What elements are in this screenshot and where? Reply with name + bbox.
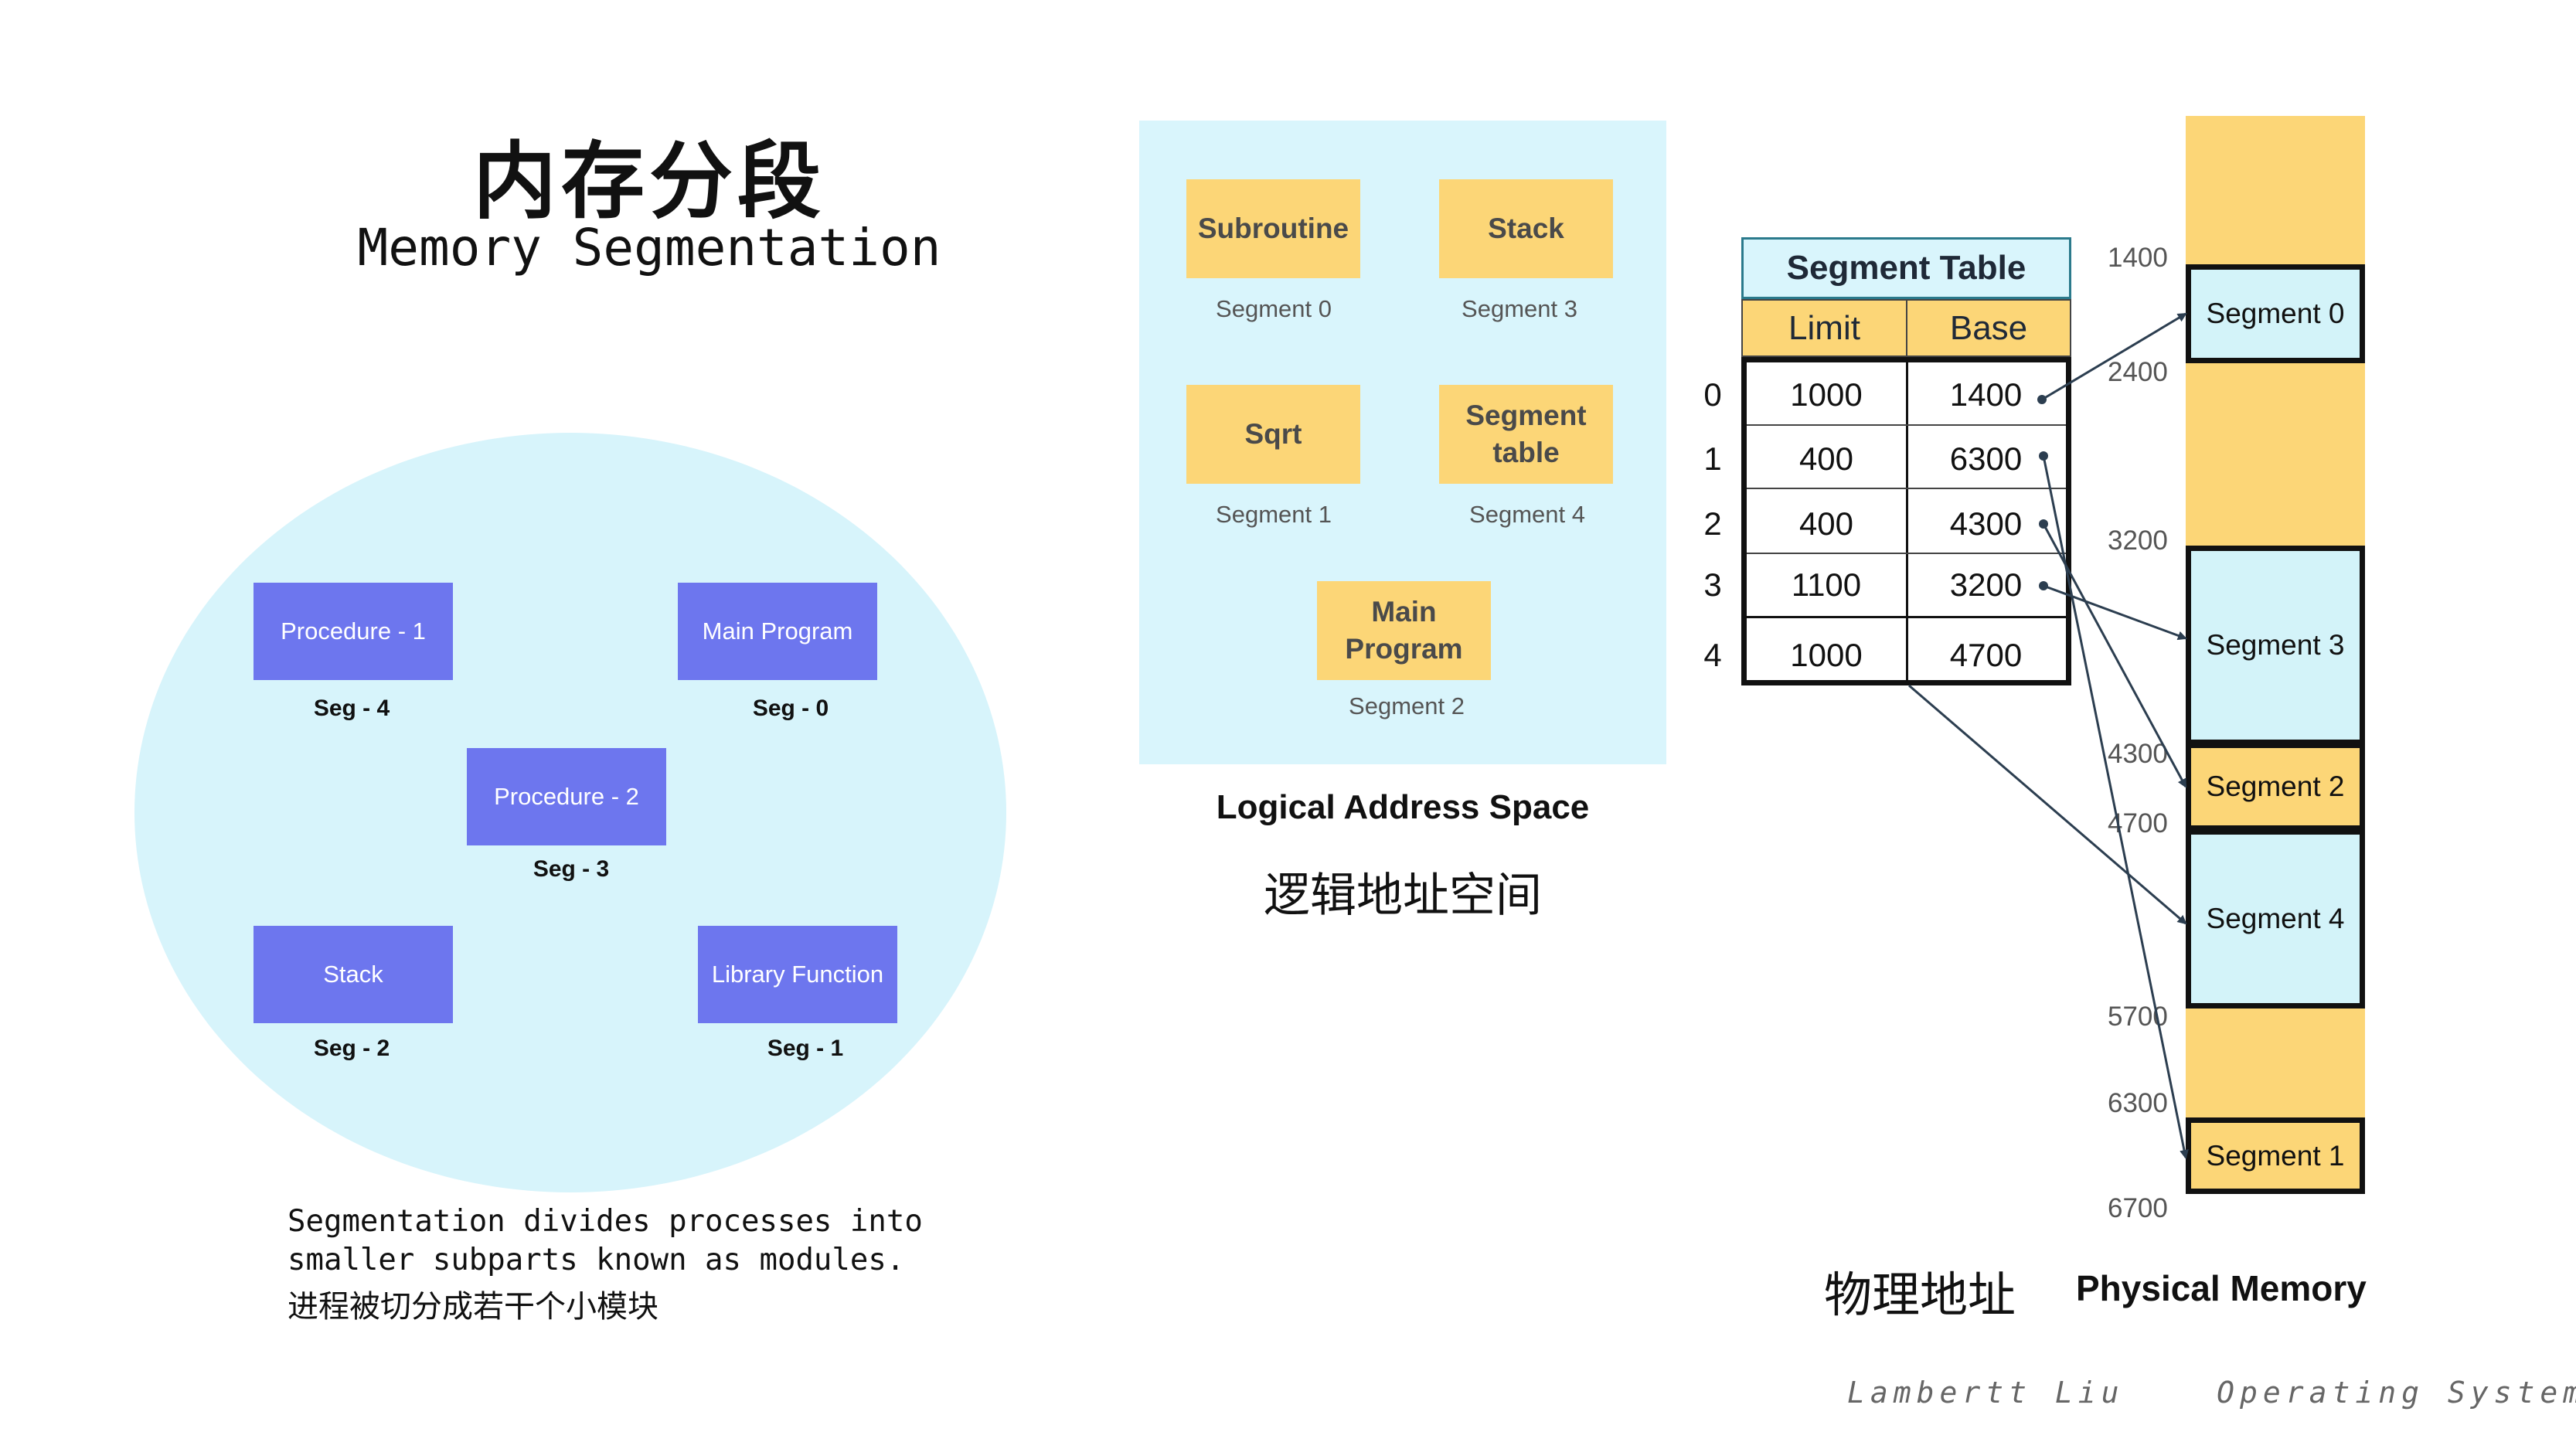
arrow-origin-2 xyxy=(2039,519,2048,529)
module-subroutine: Subroutine xyxy=(1186,179,1360,278)
arrow-origin-3 xyxy=(2039,581,2048,590)
segment-table-index-2: 2 xyxy=(1703,505,1722,542)
module-sqrt-seg: Segment 1 xyxy=(1216,501,1332,528)
segment-table-base-2: 4300 xyxy=(1949,505,2023,542)
procedure-1-seg: Seg - 4 xyxy=(313,696,390,721)
module-sqrt: Sqrt xyxy=(1186,385,1360,484)
procedure-2-seg: Seg - 3 xyxy=(533,856,610,882)
physical-memory-title-cn: 物理地址 xyxy=(1824,1267,2016,1323)
title-english: Memory Segmentation xyxy=(357,218,941,277)
segment-table-limit-3: 1100 xyxy=(1791,566,1862,603)
module-stack: Stack xyxy=(1439,179,1613,278)
arrow-seg3 xyxy=(2043,584,2187,641)
arrow-seg1 xyxy=(2042,455,2189,1159)
procedure-1-box: Procedure - 1 xyxy=(254,583,453,680)
logical-address-space-title: Logical Address Space xyxy=(1216,788,1590,826)
segment-table-base-3: 3200 xyxy=(1949,566,2023,603)
segment-table-base-4: 4700 xyxy=(1949,637,2023,673)
stack-seg: Seg - 2 xyxy=(313,1036,390,1061)
address-4300: 4300 xyxy=(2108,739,2168,769)
segmentation-description: Segmentation divides processes into smal… xyxy=(288,1204,923,1277)
segment-table-base-0: 1400 xyxy=(1949,376,2023,413)
segment-table-limit-header: Limit xyxy=(1741,299,1907,357)
main-program-seg: Seg - 0 xyxy=(752,696,829,721)
library-function-seg: Seg - 1 xyxy=(767,1036,844,1061)
arrow-seg0 xyxy=(2041,312,2187,401)
memory-segment-2: Segment 2 xyxy=(2186,743,2365,831)
library-function-box: Library Function xyxy=(698,926,897,1023)
segment-table-limit-4: 1000 xyxy=(1790,637,1863,673)
logical-address-space-title-cn: 逻辑地址空间 xyxy=(1264,869,1542,923)
segment-table-index-3: 3 xyxy=(1703,566,1722,603)
title-chinese: 内存分段 xyxy=(472,133,825,230)
arrow-origin-1 xyxy=(2039,451,2048,461)
segment-table-limit-2: 400 xyxy=(1798,505,1854,542)
module-stack-seg: Segment 3 xyxy=(1462,295,1577,322)
memory-segment-0: Segment 0 xyxy=(2186,264,2365,363)
arrow-seg4 xyxy=(1908,684,2187,925)
stack-box: Stack xyxy=(254,926,453,1023)
main-program-box: Main Program xyxy=(678,583,877,680)
segment-table-index-1: 1 xyxy=(1703,440,1722,477)
physical-memory-title: Physical Memory xyxy=(2076,1268,2367,1308)
segment-table-body xyxy=(1741,357,2071,685)
module-subroutine-seg: Segment 0 xyxy=(1216,295,1332,322)
segment-table-index-0: 0 xyxy=(1703,376,1722,413)
segment-table-limit-1: 400 xyxy=(1798,440,1854,477)
address-1400: 1400 xyxy=(2108,243,2168,273)
module-main-program-seg: Segment 2 xyxy=(1349,692,1465,719)
address-2400: 2400 xyxy=(2108,357,2168,387)
procedure-2-box: Procedure - 2 xyxy=(467,748,666,845)
arrow-origin-0 xyxy=(2037,395,2047,404)
memory-segment-4: Segment 4 xyxy=(2186,829,2365,1009)
address-3200: 3200 xyxy=(2108,526,2168,556)
segment-table-limit-0: 1000 xyxy=(1790,376,1863,413)
footer-author: Lambertt Liu xyxy=(1847,1376,2125,1410)
module-main-program: Main Program xyxy=(1317,581,1491,680)
segmentation-description-cn: 进程被切分成若干个小模块 xyxy=(288,1289,658,1325)
segment-table-title: Segment Table xyxy=(1741,237,2071,299)
module-segment-table-seg: Segment 4 xyxy=(1469,501,1585,528)
footer: Lambertt Liu Operating System xyxy=(1847,1376,2576,1410)
arrow-seg2 xyxy=(2042,523,2187,788)
memory-segment-3: Segment 3 xyxy=(2186,546,2365,745)
footer-course: Operating System xyxy=(2217,1376,2576,1410)
address-6300: 6300 xyxy=(2108,1088,2168,1118)
segment-table-base-1: 6300 xyxy=(1949,440,2023,477)
module-segment-table: Segment table xyxy=(1439,385,1613,484)
segment-table-base-header: Base xyxy=(1906,299,2071,357)
address-6700: 6700 xyxy=(2108,1193,2168,1223)
segment-table-index-4: 4 xyxy=(1703,637,1722,673)
